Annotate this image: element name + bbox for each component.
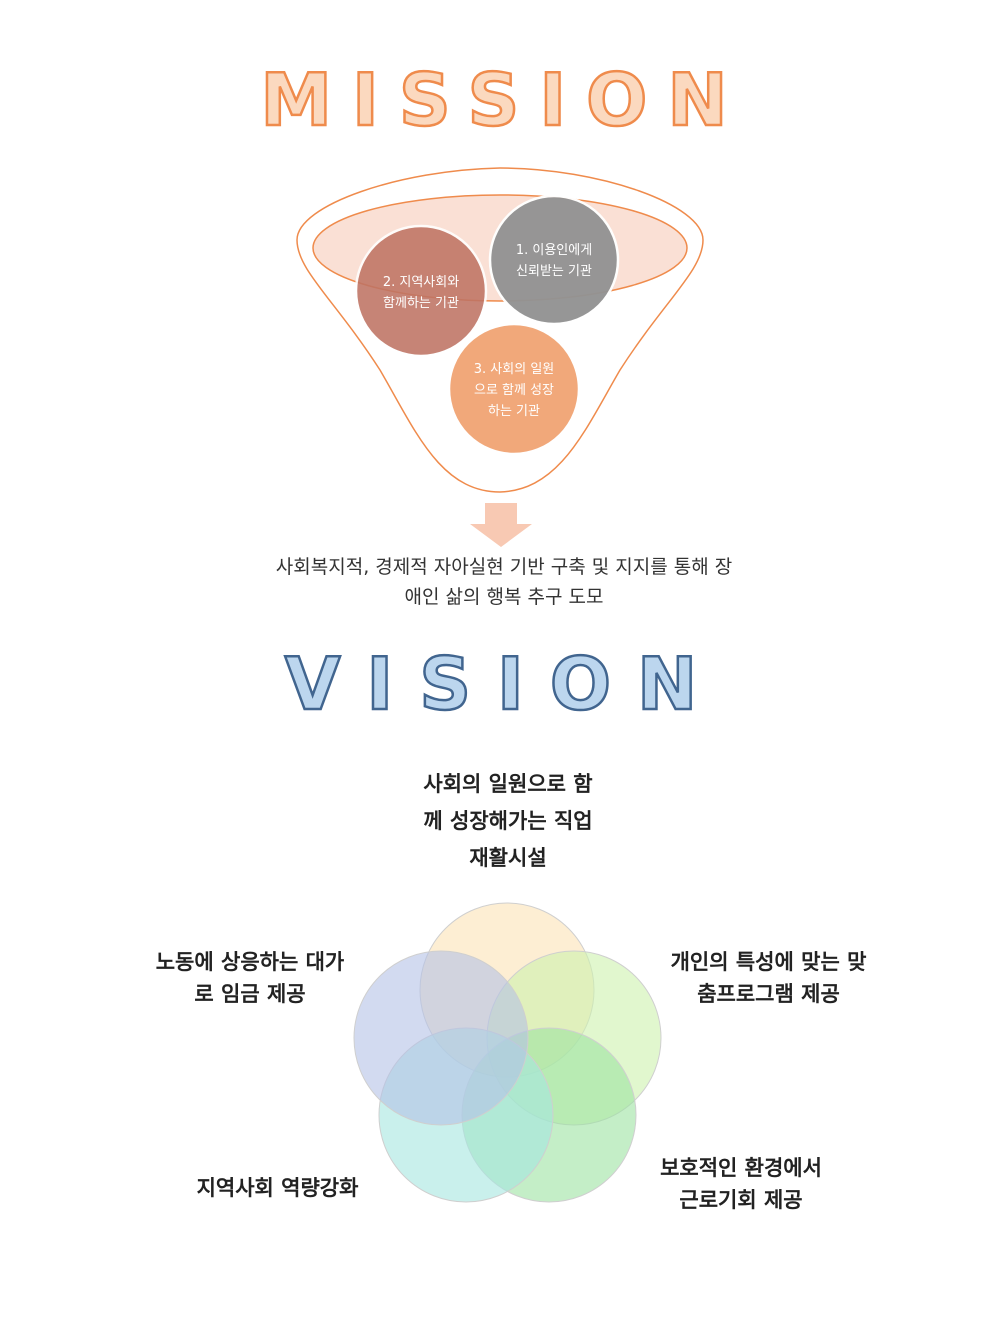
- vision-label-bottom-right-line1: 보호적인 환경에서: [660, 1156, 822, 1180]
- vision-label-bottom-right: 보호적인 환경에서 근로기회 제공: [626, 1152, 856, 1216]
- vision-label-bottom-left-line1: 지역사회 역량강화: [196, 1176, 359, 1200]
- mission-circle-1-line1: 1. 이용인에게: [516, 243, 592, 258]
- mission-circle-2-line2: 함께하는 기관: [383, 296, 459, 311]
- mission-circle-3-line3: 하는 기관: [488, 404, 540, 419]
- mission-title: MISSION: [259, 57, 748, 144]
- mission-circle-2-line1: 2. 지역사회와: [383, 275, 459, 290]
- mission-summary: 사회복지적, 경제적 자아실현 기반 구축 및 지지를 통해 장 애인 삶의 행…: [240, 552, 768, 612]
- vision-label-bottom-left: 지역사회 역량강화: [170, 1172, 385, 1204]
- mission-circle-3-line1: 3. 사회의 일원: [474, 362, 554, 377]
- vision-label-right-line1: 개인의 특성에 맞는 맞: [670, 950, 867, 974]
- venn-circle-left: [353, 950, 529, 1126]
- vision-label-top: 사회의 일원으로 함 께 성장해가는 직업 재활시설: [368, 766, 648, 877]
- down-arrow-icon: [470, 503, 532, 547]
- mission-circle-3-line2: 으로 함께 성장: [474, 383, 554, 398]
- mission-circle-1: 1. 이용인에게 신뢰받는 기관: [488, 194, 620, 326]
- vision-label-left: 노동에 상응하는 대가 로 임금 제공: [130, 946, 370, 1010]
- vision-label-bottom-right-line2: 근로기회 제공: [679, 1188, 803, 1212]
- vision-label-top-line2: 께 성장해가는 직업: [423, 809, 593, 833]
- mission-circle-3: 3. 사회의 일원 으로 함께 성장 하는 기관: [447, 322, 581, 456]
- vision-label-left-line2: 로 임금 제공: [194, 982, 306, 1006]
- vision-label-top-line3: 재활시설: [469, 846, 547, 870]
- mission-circle-1-line2: 신뢰받는 기관: [516, 264, 592, 279]
- vision-venn: [353, 902, 662, 1203]
- mission-summary-line2: 애인 삶의 행복 추구 도모: [404, 586, 604, 608]
- vision-label-top-line1: 사회의 일원으로 함: [423, 772, 593, 796]
- vision-label-right-line2: 춤프로그램 제공: [697, 982, 840, 1006]
- vision-label-right: 개인의 특성에 맞는 맞 춤프로그램 제공: [646, 946, 891, 1010]
- mission-summary-line1: 사회복지적, 경제적 자아실현 기반 구축 및 지지를 통해 장: [275, 556, 733, 578]
- vision-title: VISION: [283, 641, 724, 728]
- vision-label-left-line1: 노동에 상응하는 대가: [155, 950, 345, 974]
- mission-circle-2: 2. 지역사회와 함께하는 기관: [354, 224, 488, 358]
